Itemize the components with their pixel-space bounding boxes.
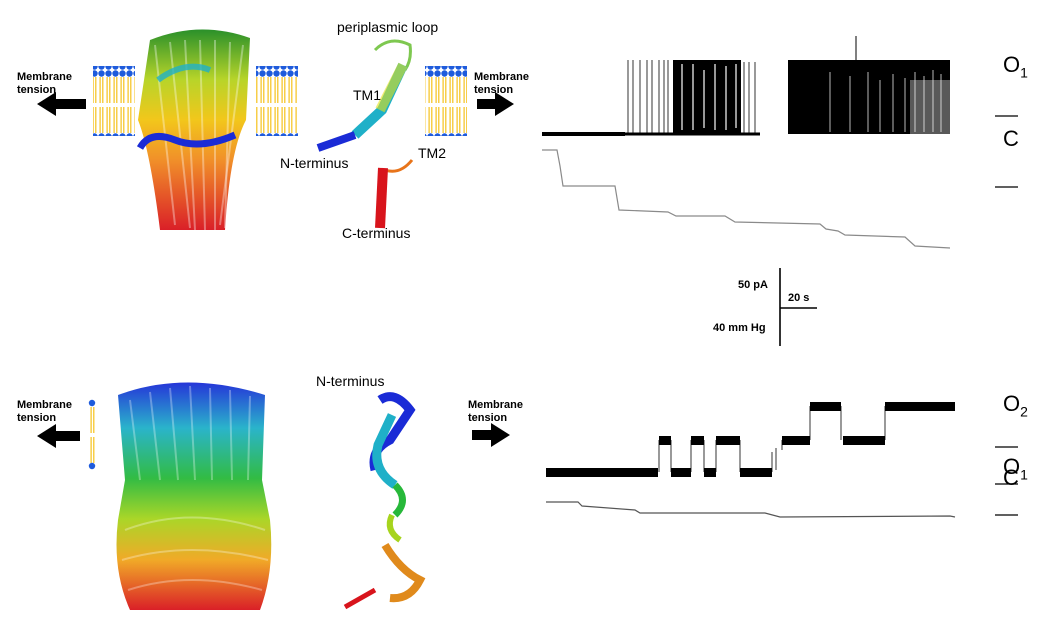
current-trace-top [542, 36, 950, 136]
protein-subunit-top [316, 39, 418, 229]
protein-pentamer-top [136, 29, 250, 231]
membrane-tension-label-top-left-2: tension [17, 84, 56, 96]
lipid-bilayer-top-mid [256, 66, 298, 136]
arrow-right-icon [477, 92, 514, 116]
n-terminus-label-bottom: N-terminus [316, 373, 384, 389]
periplasmic-loop-label: periplasmic loop [337, 19, 438, 35]
arrow-left-icon [37, 92, 86, 116]
protein-subunit-bottom [343, 392, 426, 610]
state-label-c-top: C [1003, 126, 1019, 151]
tm2-label: TM2 [418, 145, 446, 161]
pressure-trace-bottom [546, 501, 956, 518]
membrane-tension-label-bottom-right-2: tension [468, 412, 507, 424]
membrane-tension-label-bottom-left-2: tension [17, 412, 56, 424]
c-terminus-label: C-terminus [342, 225, 410, 241]
lipid-bilayer-top-right [425, 66, 467, 136]
state-label-o1-top: O1 [1003, 52, 1028, 81]
lipid-bilayer-top-left [93, 66, 135, 136]
membrane-tension-label-top-left-1: Membrane [17, 71, 72, 83]
scale-bar [779, 268, 817, 346]
current-trace-bottom [546, 402, 955, 477]
state-label-o2-bottom: O2 [1003, 391, 1028, 420]
state-label-o1-bottom: O1 [1003, 454, 1028, 483]
tm1-label: TM1 [353, 87, 381, 103]
scale-pressure-label: 40 mm Hg [713, 322, 766, 334]
scale-current-label: 50 pA [738, 279, 768, 291]
n-terminus-label-top: N-terminus [280, 155, 348, 171]
membrane-tension-label-top-right-2: tension [474, 84, 513, 96]
pressure-trace-top [542, 149, 951, 249]
membrane-tension-label-bottom-left-1: Membrane [17, 399, 72, 411]
membrane-tension-label-bottom-right-1: Membrane [468, 399, 523, 411]
membrane-tension-label-top-right-1: Membrane [474, 71, 529, 83]
arrow-left-icon-bottom [37, 424, 80, 448]
arrow-right-icon-bottom [472, 423, 510, 447]
lipid-bilayer-bottom [88, 399, 96, 470]
scale-time-label: 20 s [788, 292, 809, 304]
protein-heptamer-bottom [116, 382, 272, 610]
state-label-c-bottom: C [1003, 465, 1019, 490]
